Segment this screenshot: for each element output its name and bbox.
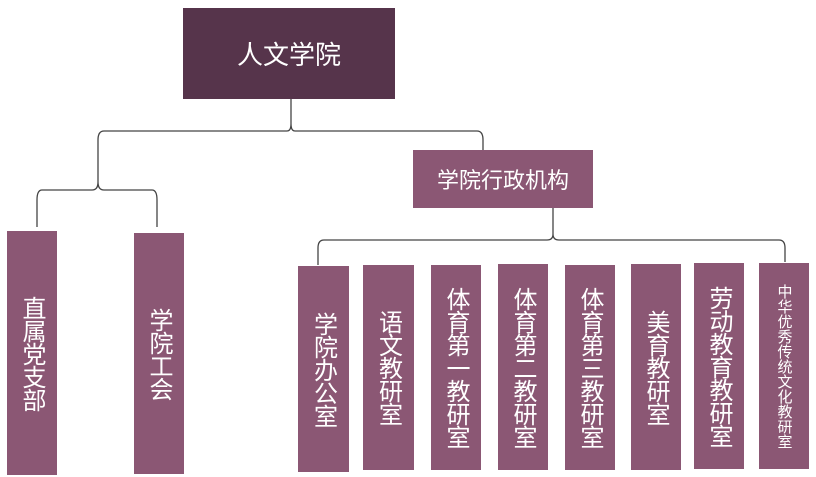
node-label: 中华优秀传统文化教研室 (775, 283, 794, 449)
node-labor: 劳动教育教研室 (694, 263, 744, 469)
node-arts: 美育教研室 (631, 264, 681, 470)
node-office: 学院办公室 (298, 266, 349, 472)
admin-brace (317, 208, 786, 265)
node-union: 学院工会 (134, 233, 184, 474)
node-label: 美育教研室 (642, 309, 670, 425)
node-party-branch: 直属党支部 (7, 231, 57, 475)
node-label: 直属党支部 (18, 295, 46, 411)
admin-node: 学院行政机构 (413, 150, 593, 208)
node-label: 学院办公室 (309, 311, 338, 427)
node-label: 体育第一教研室 (442, 287, 470, 448)
node-pe3: 体育第三教研室 (565, 265, 615, 470)
node-pe1: 体育第一教研室 (431, 265, 481, 470)
node-culture: 中华优秀传统文化教研室 (759, 263, 809, 469)
admin-label: 学院行政机构 (436, 169, 569, 194)
node-label: 体育第三教研室 (576, 287, 604, 448)
node-label: 语文教研室 (374, 310, 403, 425)
root-label: 人文学院 (236, 41, 341, 71)
root-brace (36, 99, 484, 227)
node-label: 学院工会 (145, 307, 173, 400)
node-chinese: 语文教研室 (363, 265, 414, 470)
root-node: 人文学院 (183, 8, 395, 99)
node-label: 劳动教育教研室 (705, 285, 733, 447)
node-label: 体育第二教研室 (509, 286, 537, 448)
node-pe2: 体育第二教研室 (498, 264, 548, 470)
